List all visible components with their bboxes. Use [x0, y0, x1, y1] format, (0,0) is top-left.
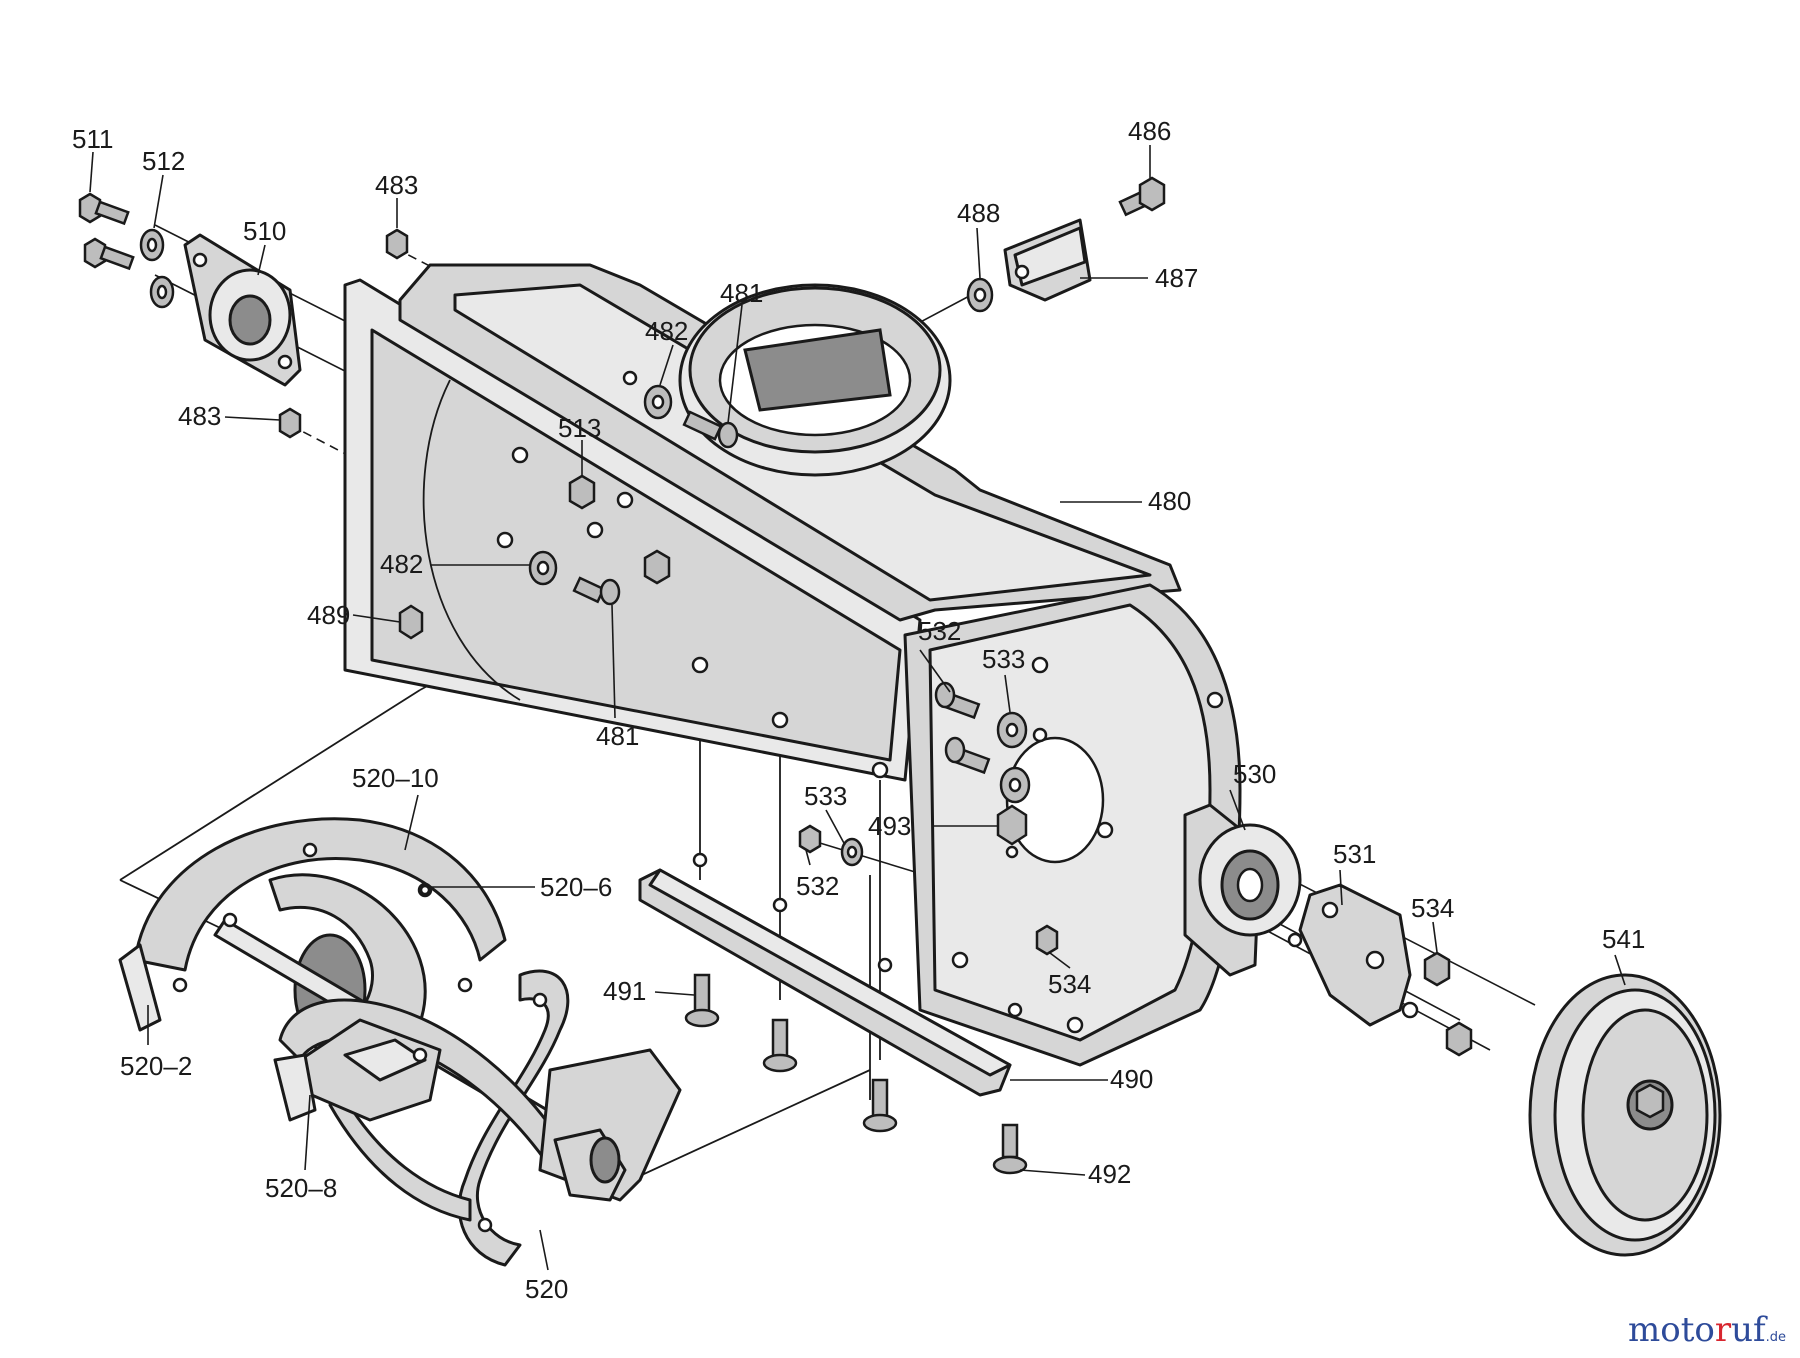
bolt-491-b [762, 1018, 798, 1073]
label-534-lower: 534 [1048, 969, 1091, 999]
label-492: 492 [1088, 1159, 1131, 1189]
bolt-481-upper [682, 410, 739, 449]
part-labels: 511 512 510 483 483 513 482 481 488 486 … [72, 116, 1645, 1304]
leader-lines [89, 145, 1626, 1271]
bearing-plate-510 [183, 233, 302, 387]
label-482-upper: 482 [645, 316, 688, 346]
label-520-2: 520–2 [120, 1051, 192, 1081]
label-483-lower: 483 [178, 401, 221, 431]
auger-assembly-520 [118, 817, 682, 1267]
bolt-491-c [862, 1078, 898, 1133]
label-488: 488 [957, 198, 1000, 228]
bolt-511-upper [78, 192, 130, 226]
plate-531 [1287, 883, 1419, 1027]
label-520: 520 [525, 1274, 568, 1304]
label-531: 531 [1333, 839, 1376, 869]
label-510: 510 [243, 216, 286, 246]
bolt-481-lower [572, 576, 621, 606]
bolt-532-mid [944, 736, 991, 775]
bolt-492 [992, 1123, 1028, 1175]
label-511: 511 [72, 124, 113, 154]
bolt-511-lower [83, 237, 135, 271]
watermark-logo: motoruf.de [1628, 1310, 1786, 1350]
label-489: 489 [307, 600, 350, 630]
bolt-491-a [684, 973, 720, 1028]
label-532-lower: 532 [796, 871, 839, 901]
label-513: 513 [558, 413, 601, 443]
label-490: 490 [1110, 1064, 1153, 1094]
scraper-bar-490 [638, 852, 1012, 1097]
label-520-8: 520–8 [265, 1173, 337, 1203]
label-481-upper: 481 [720, 278, 763, 308]
label-481-lower: 481 [596, 721, 639, 751]
label-533-upper: 533 [982, 644, 1025, 674]
label-533-lower: 533 [804, 781, 847, 811]
watermark-part2: r [1714, 1310, 1732, 1350]
label-483-upper: 483 [375, 170, 418, 200]
label-541: 541 [1602, 924, 1645, 954]
label-520-6: 520–6 [540, 872, 612, 902]
label-493: 493 [868, 811, 911, 841]
label-512: 512 [142, 146, 185, 176]
pulley-541 [1528, 973, 1722, 1257]
label-532-upper: 532 [918, 616, 961, 646]
label-480: 480 [1148, 486, 1191, 516]
hardware [78, 176, 1473, 1175]
bolt-486 [1118, 176, 1166, 217]
label-482-lower: 482 [380, 549, 423, 579]
label-534-right: 534 [1411, 893, 1454, 923]
label-487: 487 [1155, 263, 1198, 293]
bearing-530 [1183, 803, 1302, 977]
watermark-tld: .de [1765, 1330, 1786, 1345]
watermark-part1: moto [1628, 1310, 1715, 1350]
watermark-part3: uf [1731, 1310, 1766, 1350]
bolt-532-upper [934, 681, 981, 720]
label-530: 530 [1233, 759, 1276, 789]
label-491: 491 [603, 976, 646, 1006]
label-520-10: 520–10 [352, 763, 439, 793]
auger-housing-480 [343, 263, 1242, 1067]
label-486: 486 [1128, 116, 1171, 146]
